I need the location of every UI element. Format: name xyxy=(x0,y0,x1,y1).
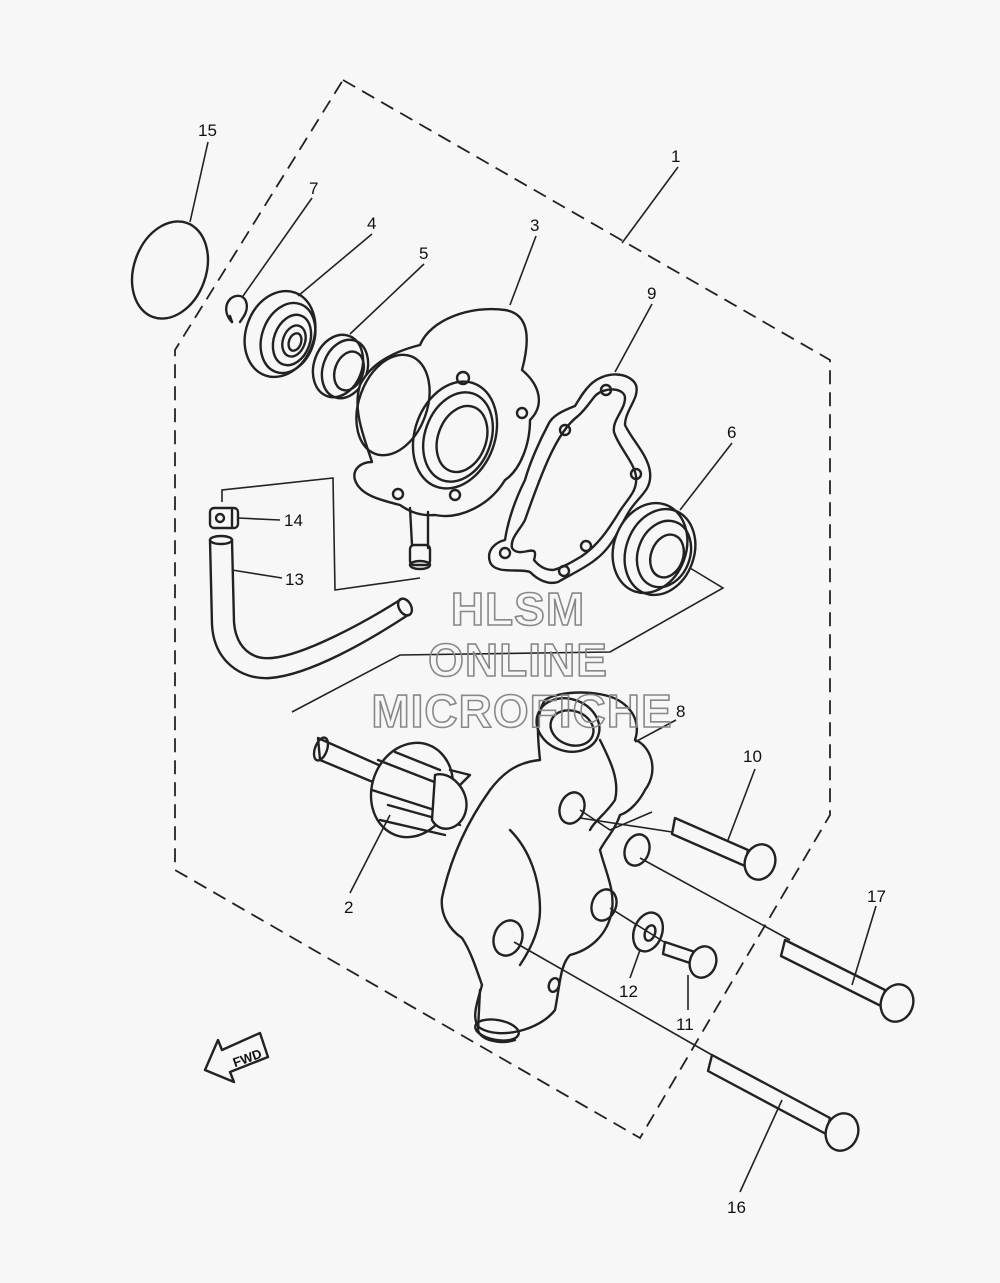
part-3-housing xyxy=(353,307,540,571)
part-17-bolt xyxy=(779,938,915,1023)
callout-14: 14 xyxy=(284,511,303,530)
part-13-hose xyxy=(208,534,414,680)
fwd-arrow-icon: FWD xyxy=(203,1031,270,1084)
callout-17: 17 xyxy=(867,887,886,906)
part-2-impeller-shaft xyxy=(312,736,472,839)
callout-11: 11 xyxy=(676,1015,694,1034)
assembly-boundary xyxy=(174,78,831,1140)
assembly-guide-lines xyxy=(221,477,791,1056)
callout-13: 13 xyxy=(285,570,304,589)
callout-4: 4 xyxy=(367,214,376,233)
callout-16: 16 xyxy=(727,1198,746,1217)
callout-1: 1 xyxy=(671,147,680,166)
callout-9: 9 xyxy=(647,284,656,303)
callout-8: 8 xyxy=(676,702,685,721)
part-8-pump-cover xyxy=(440,691,654,1044)
part-9-gasket xyxy=(487,373,652,585)
watermark-line-1: HLSM xyxy=(451,583,585,635)
callout-2: 2 xyxy=(344,898,353,917)
callout-15: 15 xyxy=(198,121,217,140)
callout-10: 10 xyxy=(743,747,762,766)
callout-labels: 1 2 3 4 5 6 7 8 9 10 11 12 13 14 15 16 1… xyxy=(198,121,886,1217)
callout-12: 12 xyxy=(619,982,638,1001)
part-15-o-ring xyxy=(130,220,210,320)
part-11-bolt xyxy=(661,940,718,979)
callout-3: 3 xyxy=(530,216,539,235)
watermark-line-2: ONLINE xyxy=(428,634,608,686)
callout-5: 5 xyxy=(419,244,428,263)
part-16-bolt xyxy=(706,1053,860,1152)
part-14-hose-clamp xyxy=(208,506,240,530)
part-4-bearing xyxy=(243,289,317,379)
callout-7: 7 xyxy=(309,179,318,198)
watermark: HLSM ONLINE MICROFICHE xyxy=(371,582,673,738)
callout-6: 6 xyxy=(727,423,736,442)
part-10-bolt xyxy=(670,816,777,881)
part-6-oil-seal xyxy=(611,501,697,597)
leader-lines xyxy=(189,141,877,1193)
part-7-circlip xyxy=(225,294,248,324)
watermark-line-3: MICROFICHE xyxy=(371,685,672,737)
